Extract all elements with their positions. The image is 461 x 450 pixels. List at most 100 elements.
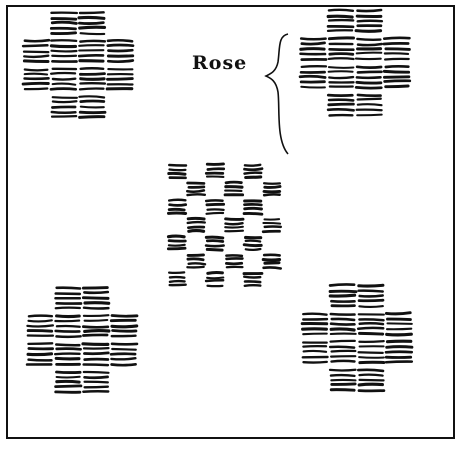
weft-stroke xyxy=(329,38,353,39)
weft-stroke xyxy=(386,86,408,87)
pattern-bottom-right xyxy=(302,284,412,390)
weft-stroke xyxy=(246,177,261,178)
weave-block xyxy=(23,70,48,90)
weft-stroke xyxy=(29,320,52,321)
weave-block xyxy=(358,314,384,334)
weft-stroke xyxy=(188,222,205,223)
weft-stroke xyxy=(384,77,409,78)
weft-stroke xyxy=(208,209,224,210)
weft-stroke xyxy=(188,227,203,228)
weft-stroke xyxy=(108,61,133,62)
weft-stroke xyxy=(112,349,136,350)
weave-block xyxy=(356,39,382,59)
weave-block xyxy=(226,255,242,267)
weft-stroke xyxy=(264,255,279,256)
weft-stroke xyxy=(263,223,280,224)
weft-stroke xyxy=(331,324,354,325)
weft-stroke xyxy=(359,285,383,286)
weft-stroke xyxy=(329,67,354,68)
weft-stroke xyxy=(29,316,52,317)
weft-stroke xyxy=(24,61,48,62)
weft-stroke xyxy=(359,300,383,301)
weft-stroke xyxy=(246,249,261,250)
weft-stroke xyxy=(111,358,135,359)
weave-block xyxy=(206,164,223,177)
weft-stroke xyxy=(246,241,261,242)
weft-stroke xyxy=(330,291,356,292)
weft-stroke xyxy=(80,117,104,118)
weft-stroke xyxy=(85,387,108,388)
weft-stroke xyxy=(29,360,52,361)
weft-stroke xyxy=(301,39,325,40)
weave-block xyxy=(168,236,185,249)
weft-stroke xyxy=(244,213,262,214)
weft-stroke xyxy=(112,326,137,327)
weave-block xyxy=(108,40,133,61)
weft-stroke xyxy=(245,285,260,286)
weave-block xyxy=(263,255,280,269)
weft-stroke xyxy=(357,82,381,83)
weft-stroke xyxy=(85,377,108,378)
weft-stroke xyxy=(332,319,354,320)
weft-stroke xyxy=(80,27,105,28)
weft-stroke xyxy=(113,331,136,332)
weft-stroke xyxy=(57,349,81,350)
weft-stroke xyxy=(332,361,355,362)
weave-block xyxy=(329,67,354,87)
weft-stroke xyxy=(56,358,79,359)
weft-stroke xyxy=(245,281,260,282)
weft-stroke xyxy=(358,10,382,11)
weft-stroke xyxy=(57,288,80,289)
weave-block xyxy=(111,344,137,365)
weft-stroke xyxy=(360,323,383,324)
pattern-bottom-left xyxy=(27,288,137,393)
weft-stroke xyxy=(85,382,108,383)
weave-block xyxy=(264,183,280,195)
weft-stroke xyxy=(81,101,104,102)
weft-stroke xyxy=(360,296,383,297)
weft-stroke xyxy=(331,375,355,376)
weave-block xyxy=(23,40,49,61)
weft-stroke xyxy=(264,194,279,195)
weft-stroke xyxy=(226,182,241,183)
weft-stroke xyxy=(83,298,108,299)
weft-stroke xyxy=(388,319,411,320)
weft-stroke xyxy=(387,334,412,335)
weave-block xyxy=(328,10,353,31)
weft-stroke xyxy=(387,347,412,348)
weave-block xyxy=(111,316,137,337)
weave-block xyxy=(356,10,382,31)
weft-stroke xyxy=(84,315,109,316)
weave-block xyxy=(206,200,223,213)
weft-stroke xyxy=(330,295,354,296)
weft-stroke xyxy=(56,308,80,309)
weft-stroke xyxy=(53,79,75,80)
weft-stroke xyxy=(332,351,356,352)
weave-block xyxy=(56,372,81,392)
weft-stroke xyxy=(24,56,48,57)
weft-stroke xyxy=(244,204,261,205)
weft-stroke xyxy=(386,49,410,50)
weft-stroke xyxy=(84,353,108,354)
weave-block xyxy=(51,69,76,90)
weft-stroke xyxy=(357,115,382,116)
weft-stroke xyxy=(357,110,382,111)
weft-stroke xyxy=(187,267,203,268)
weft-stroke xyxy=(358,21,382,22)
weft-stroke xyxy=(169,165,186,166)
weft-stroke xyxy=(28,343,52,344)
weft-stroke xyxy=(112,364,136,365)
weft-stroke xyxy=(264,267,281,268)
weft-stroke xyxy=(356,87,381,88)
weft-stroke xyxy=(188,218,204,219)
weave-block xyxy=(51,13,77,34)
weft-stroke xyxy=(358,104,382,105)
weft-stroke xyxy=(108,79,133,80)
weft-stroke xyxy=(206,280,223,281)
weft-stroke xyxy=(168,248,185,249)
weave-block xyxy=(330,370,356,391)
weft-stroke xyxy=(81,33,105,34)
weft-stroke xyxy=(329,104,354,105)
weft-stroke xyxy=(25,40,49,41)
weave-block xyxy=(169,272,186,285)
